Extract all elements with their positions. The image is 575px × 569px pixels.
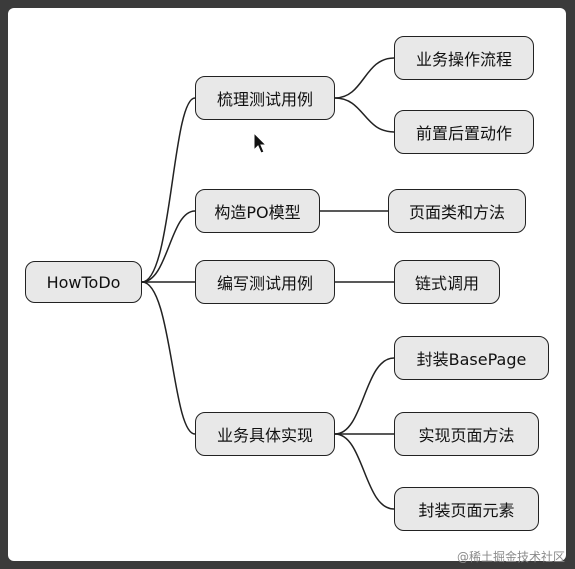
edge-root-branch-1: [141, 97, 196, 283]
edge-root-branch-4: [141, 281, 196, 435]
mindmap-connectors: [141, 57, 395, 510]
leaf-label-1-1: 业务操作流程: [415, 50, 512, 69]
root-label: HowToDo: [46, 272, 121, 292]
branch-node-4: 业务具体实现: [195, 412, 335, 456]
mindmap-canvas: HowToDo 梳理测试用例 构造PO模型 编写测试用例 业务具体实现 业务操作…: [8, 8, 566, 561]
leaf-label-4-2: 实现页面方法: [418, 426, 515, 445]
leaf-node-4-3: 封装页面元素: [394, 487, 539, 531]
leaf-label-4-1: 封装BasePage: [416, 350, 527, 369]
leaf-node-1-1: 业务操作流程: [394, 36, 534, 80]
branch-label-3: 编写测试用例: [216, 274, 313, 293]
branch-node-1: 梳理测试用例: [195, 76, 335, 120]
edge-branch-4-child-1: [334, 357, 395, 435]
edge-branch-1-child-2: [334, 97, 395, 133]
edge-branch-4-child-3: [334, 433, 395, 510]
leaf-node-1-2: 前置后置动作: [394, 110, 534, 154]
leaf-node-2-1: 页面类和方法: [388, 189, 526, 233]
leaf-label-1-2: 前置后置动作: [415, 124, 512, 143]
branch-label-1: 梳理测试用例: [216, 90, 313, 109]
leaf-node-3-1: 链式调用: [394, 260, 500, 304]
root-node: HowToDo: [25, 261, 142, 303]
branch-node-2: 构造PO模型: [195, 189, 320, 233]
branch-label-4: 业务具体实现: [216, 426, 313, 445]
leaf-node-4-2: 实现页面方法: [394, 412, 539, 456]
leaf-label-3-1: 链式调用: [414, 274, 479, 293]
mouse-pointer-icon: [253, 132, 268, 154]
branch-label-2: 构造PO模型: [214, 203, 301, 222]
leaf-label-2-1: 页面类和方法: [408, 203, 505, 222]
watermark-text: @稀土掘金技术社区: [456, 550, 565, 564]
edge-branch-1-child-1: [334, 57, 395, 99]
leaf-label-4-3: 封装页面元素: [418, 501, 515, 520]
edge-root-branch-2: [141, 210, 196, 283]
leaf-node-4-1: 封装BasePage: [394, 336, 549, 380]
branch-node-3: 编写测试用例: [195, 260, 335, 304]
